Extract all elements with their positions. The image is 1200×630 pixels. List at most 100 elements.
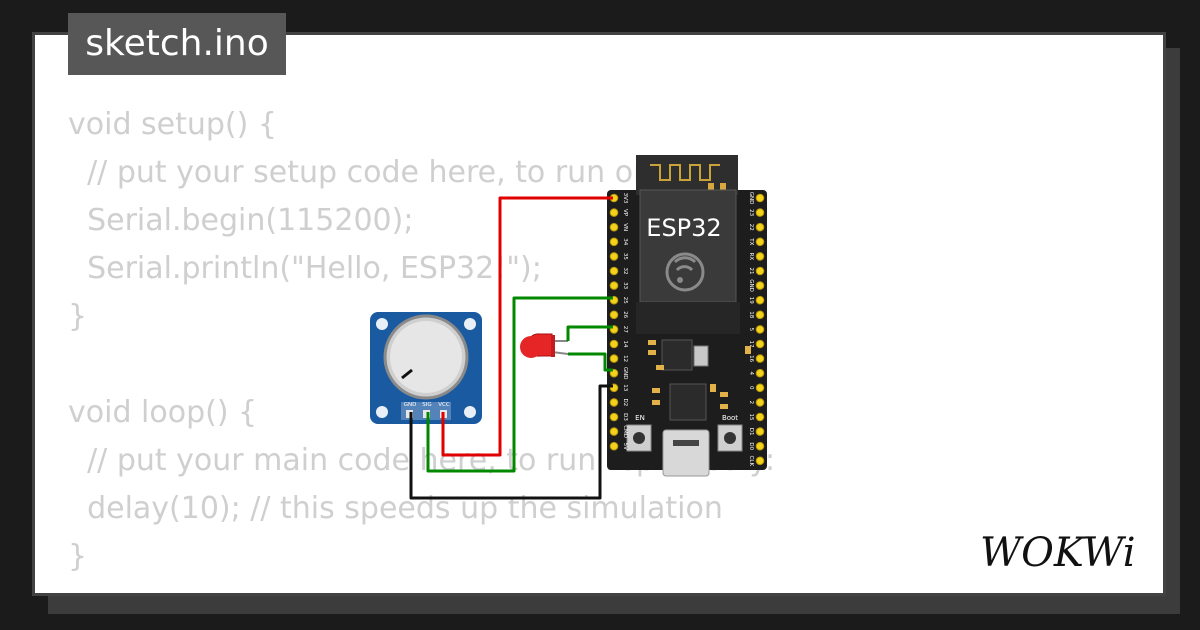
red-led[interactable] [520, 333, 569, 358]
header-pin[interactable] [755, 456, 765, 466]
code-line: void setup() { [68, 107, 277, 142]
header-pin[interactable] [755, 266, 765, 276]
header-pin[interactable] [755, 383, 765, 393]
espressif-logo-icon [665, 252, 705, 292]
header-pin[interactable] [609, 398, 619, 407]
pin-label: 32 [622, 268, 628, 275]
en-button-label: EN [635, 414, 645, 422]
pin-label: 33 [622, 282, 628, 289]
header-pin[interactable] [755, 398, 765, 407]
pin-label: 12 [622, 355, 628, 362]
file-tab[interactable]: sketch.ino [68, 13, 286, 75]
wire-led-cathode[interactable] [568, 352, 613, 372]
potentiometer[interactable]: GND SIG VCC [370, 312, 482, 424]
pin-label: D1 [748, 428, 754, 436]
boot-button[interactable] [717, 424, 743, 452]
wiring [409, 196, 613, 500]
header-pin[interactable] [609, 427, 619, 436]
header-pin[interactable] [755, 237, 765, 247]
wire-vcc[interactable] [441, 196, 613, 457]
pin-label: 4 [748, 371, 754, 375]
pot-pin-label: VCC [438, 402, 450, 408]
pin-label: 17 [748, 341, 754, 348]
wire-signal[interactable] [426, 296, 613, 473]
pot-pin-label: GND [404, 402, 417, 408]
pin-label: 19 [748, 297, 754, 304]
code-line: void loop() { [68, 395, 258, 430]
esp32-label: ESP32 [646, 214, 721, 242]
header-pin[interactable] [755, 208, 765, 217]
pin-label: CMD [622, 425, 628, 438]
header-pin[interactable] [755, 325, 765, 334]
code-line: } [68, 299, 88, 334]
en-button[interactable] [626, 424, 652, 452]
pin-label: VN [622, 223, 628, 231]
header-pin[interactable] [609, 339, 619, 349]
pin-label: TX [748, 237, 754, 245]
header-pin[interactable] [609, 208, 619, 217]
header-pin[interactable] [609, 281, 619, 290]
preview-card [32, 32, 1166, 596]
pin-label: GND [748, 192, 754, 205]
header-pin[interactable] [755, 193, 765, 203]
pin-label: RX [748, 253, 754, 261]
header-pin[interactable] [755, 281, 765, 290]
header-pin[interactable] [755, 252, 765, 261]
header-pin[interactable] [609, 310, 619, 320]
pin-label: D2 [622, 399, 628, 407]
header-pin[interactable] [609, 441, 619, 451]
pin-label: 22 [748, 224, 754, 231]
esp32-board[interactable]: ESP32 EN Boot [607, 155, 767, 477]
code-editor[interactable]: void setup() { // put your setup code he… [68, 101, 775, 581]
header-pin[interactable] [755, 427, 765, 436]
header-pin[interactable] [755, 441, 765, 451]
pin-label: 5V [622, 443, 628, 450]
pin-label: 34 [622, 238, 628, 245]
pin-label: 26 [622, 311, 628, 318]
pin-label: 5 [748, 328, 754, 332]
wire-led-anode[interactable] [566, 325, 613, 341]
antenna-trace-icon [650, 164, 720, 181]
pin-label: CLK [748, 456, 754, 467]
pin-label: 13 [622, 384, 628, 391]
header-pin[interactable] [755, 339, 765, 349]
wokwi-logo: WOKWi [980, 530, 1136, 576]
header-pin[interactable] [609, 237, 619, 247]
pin-label: GND [622, 367, 628, 380]
pin-label: 2 [748, 401, 754, 405]
code-line: } [68, 539, 88, 574]
header-pin[interactable] [755, 412, 765, 422]
header-pin[interactable] [755, 368, 765, 378]
pin-label: 14 [622, 341, 628, 348]
header-pin[interactable] [609, 222, 619, 232]
pot-pin-label: SIG [422, 402, 431, 408]
voltage-regulator [661, 339, 693, 371]
pin-label: 15 [748, 414, 754, 421]
code-line: Serial.begin(115200); [68, 203, 414, 238]
header-pin[interactable] [755, 222, 765, 232]
wokwi-logo-text: WOKWi [980, 530, 1136, 576]
pin-label: 25 [622, 297, 628, 304]
header-pin[interactable] [755, 295, 765, 305]
micro-usb-port [662, 429, 710, 477]
header-pin[interactable] [755, 354, 765, 363]
header-pin[interactable] [609, 354, 619, 363]
header-pin[interactable] [609, 266, 619, 276]
pin-label: 18 [748, 311, 754, 318]
pin-label: GND [748, 279, 754, 292]
header-pin[interactable] [755, 310, 765, 320]
pin-label: 21 [748, 268, 754, 275]
pin-label: VP [622, 209, 628, 217]
pin-label: 27 [622, 326, 628, 333]
pin-label: 3V3 [622, 193, 628, 204]
header-pin[interactable] [609, 252, 619, 261]
wire-ground[interactable] [409, 384, 613, 500]
pin-label: D0 [748, 442, 754, 450]
header-pin[interactable] [609, 412, 619, 422]
pin-label: 16 [748, 355, 754, 362]
code-line: Serial.println("Hello, ESP32!"); [68, 251, 542, 286]
knob-indicator [401, 368, 413, 380]
